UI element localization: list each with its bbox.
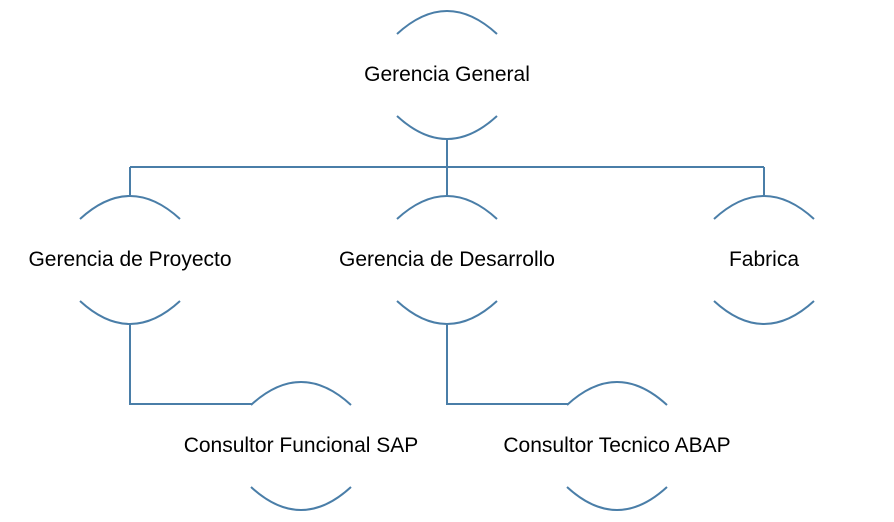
node-gerencia-de-desarrollo: Gerencia de Desarrollo	[339, 248, 555, 271]
node-consultor-tecnico-abap: Consultor Tecnico ABAP	[503, 434, 731, 457]
node-gerencia-de-proyecto: Gerencia de Proyecto	[28, 248, 232, 271]
node-consultor-funcional-sap: Consultor Funcional SAP	[183, 434, 419, 457]
node-arc-bottom-consultor-tecnico-abap	[566, 486, 668, 511]
node-arc-bottom-gerencia-de-desarrollo	[396, 300, 498, 325]
node-arc-top-gerencia-de-proyecto	[79, 195, 181, 220]
node-arc-top-gerencia-general	[396, 10, 498, 35]
node-arc-bottom-gerencia-de-proyecto	[79, 300, 181, 325]
node-arc-bottom-consultor-funcional-sap	[250, 486, 352, 511]
node-arc-top-consultor-tecnico-abap	[566, 381, 668, 406]
node-arc-bottom-fabrica	[713, 300, 815, 325]
connector-to-consultor-funcional-sap	[129, 325, 252, 405]
node-arc-top-consultor-funcional-sap	[250, 381, 352, 406]
connector-to-consultor-tecnico-abap	[446, 325, 568, 405]
node-gerencia-general: Gerencia General	[364, 63, 530, 86]
node-arc-bottom-gerencia-general	[396, 115, 498, 140]
node-fabrica: Fabrica	[728, 248, 800, 271]
node-arc-top-gerencia-de-desarrollo	[396, 195, 498, 220]
node-arc-top-fabrica	[713, 195, 815, 220]
